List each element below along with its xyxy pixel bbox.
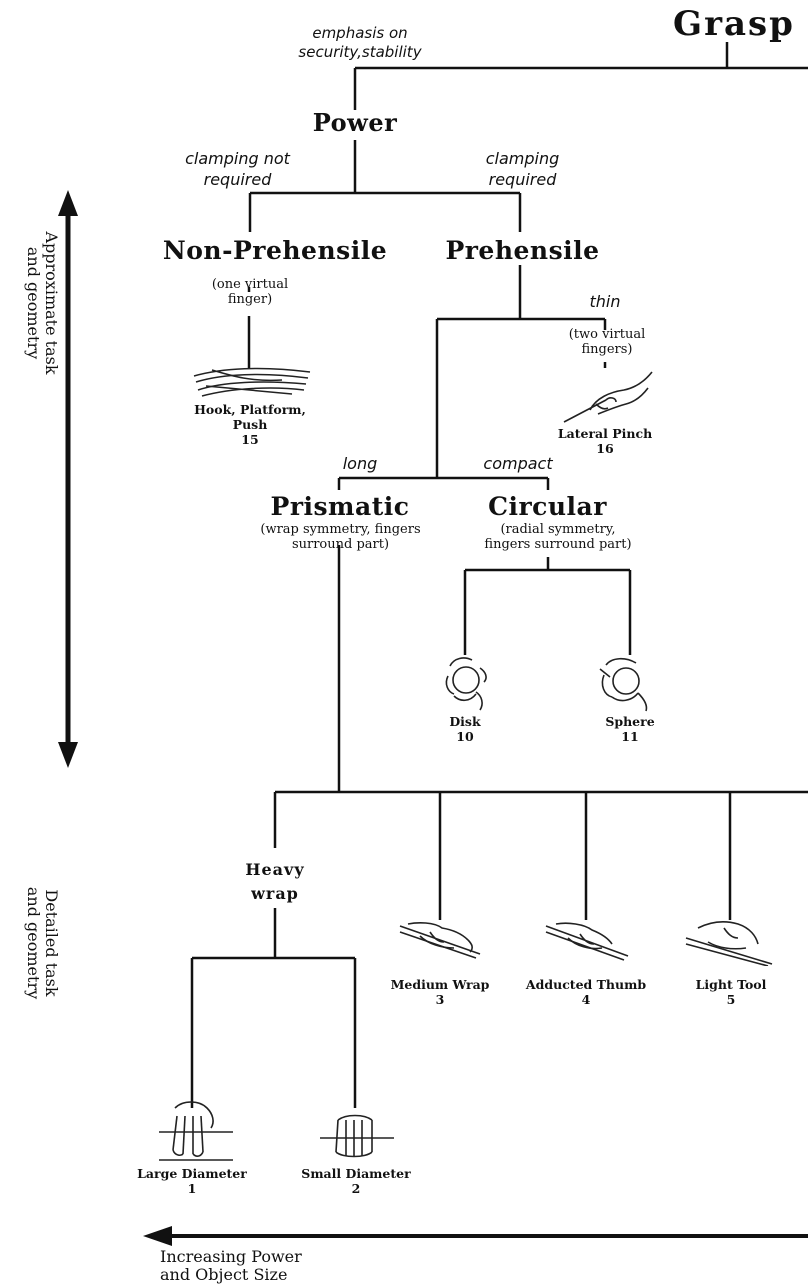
- prehensile-reason-line-2: required: [488, 170, 557, 189]
- grasp-number-disk: 10: [456, 729, 474, 744]
- node-prismatic: Prismatic: [270, 492, 410, 521]
- heavy-wrap-line-1: Heavy: [245, 860, 305, 879]
- prismatic-note-line-1: (wrap symmetry, fingers: [260, 522, 421, 537]
- grasp-label-lateral-pinch-line-1: Lateral Pinch: [557, 426, 653, 441]
- grasp-number-sphere: 11: [621, 729, 639, 744]
- prismatic-note-line-2: surround part): [291, 537, 390, 552]
- power-reason-line-2: security,stability: [298, 43, 422, 61]
- grasp-label-adducted-thumb: Adducted Thumb 4: [518, 977, 654, 1007]
- grasp-label-light-tool-line-1: Light Tool: [695, 977, 767, 992]
- power-reason: emphasis on security,stability: [270, 24, 450, 62]
- branch-compact: compact: [483, 454, 553, 473]
- two-virtual-note: (two virtual fingers): [552, 327, 662, 357]
- prismatic-note: (wrap symmetry, fingers surround part): [238, 522, 443, 552]
- hook-platform-push-hand-icon: [193, 367, 311, 397]
- power-reason-line-1: emphasis on: [312, 24, 408, 42]
- grasp-number-medium-wrap: 3: [435, 992, 445, 1007]
- grasp-number-lateral-pinch: 16: [596, 441, 614, 456]
- node-heavy-wrap: Heavy wrap: [220, 858, 330, 906]
- two-virtual-note-line-1: (two virtual: [568, 327, 646, 342]
- grasp-number-small-diameter: 2: [351, 1181, 361, 1196]
- grasp-label-small-diameter-line-1: Small Diameter: [301, 1166, 411, 1181]
- light-tool-hand-icon: [685, 921, 773, 966]
- sphere-hand-icon: [599, 657, 648, 712]
- diagram-title: Grasp: [673, 4, 795, 44]
- grasp-label-lateral-pinch: Lateral Pinch 16: [540, 426, 670, 456]
- axis-label-power-size: Increasing Power and Object Size: [160, 1248, 360, 1284]
- medium-wrap-hand-icon: [399, 922, 481, 959]
- non-prehensile-note-line-2: finger): [227, 292, 273, 307]
- branch-thin: thin: [589, 292, 621, 311]
- prehensile-reason: clamping required: [455, 148, 590, 190]
- node-non-prehensile: Non-Prehensile: [162, 236, 388, 265]
- grasp-label-sphere: Sphere 11: [585, 714, 675, 744]
- grasp-label-sphere-line-1: Sphere: [605, 714, 655, 729]
- disk-hand-icon: [445, 657, 487, 711]
- grasp-label-large-diameter: Large Diameter 1: [122, 1166, 262, 1196]
- branch-long: long: [342, 454, 378, 473]
- grasp-number-light-tool: 5: [726, 992, 736, 1007]
- non-prehensile-note-line-1: (one virtual: [211, 277, 289, 292]
- grasp-label-medium-wrap-line-1: Medium Wrap: [390, 977, 490, 992]
- two-virtual-note-line-2: fingers): [581, 342, 633, 357]
- small-diameter-hand-icon: [320, 1114, 394, 1158]
- axis-label-approximate: Approximate task and geometry: [20, 213, 61, 393]
- axis-label-power-size-line-1: Increasing Power: [160, 1247, 302, 1266]
- non-prehensile-reason-line-1: clamping not: [185, 149, 290, 168]
- circular-note: (radial symmetry, fingers surround part): [468, 522, 648, 552]
- grasp-label-disk: Disk 10: [420, 714, 510, 744]
- non-prehensile-reason-line-2: required: [203, 170, 272, 189]
- node-prehensile: Prehensile: [445, 236, 600, 265]
- grasp-label-adducted-thumb-line-1: Adducted Thumb: [525, 977, 647, 992]
- grasp-label-small-diameter: Small Diameter 2: [286, 1166, 426, 1196]
- grasp-number-adducted-thumb: 4: [581, 992, 591, 1007]
- grasp-number-large-diameter: 1: [187, 1181, 197, 1196]
- adducted-thumb-hand-icon: [545, 922, 629, 961]
- heavy-wrap-line-2: wrap: [251, 884, 299, 903]
- axis-label-power-size-line-2: and Object Size: [160, 1265, 288, 1284]
- large-diameter-hand-icon: [159, 1101, 233, 1161]
- grasp-number-hook: 15: [241, 432, 259, 447]
- non-prehensile-note: (one virtual finger): [195, 277, 305, 307]
- grasp-label-light-tool: Light Tool 5: [676, 977, 786, 1007]
- node-power: Power: [312, 108, 398, 137]
- axis-label-detailed-line-1: Detailed task: [42, 889, 61, 997]
- grasp-label-hook-line-2: Push: [232, 417, 268, 432]
- circular-note-line-2: fingers surround part): [484, 537, 632, 552]
- node-circular: Circular: [488, 492, 607, 521]
- axis-label-detailed-line-2: and geometry: [24, 886, 43, 1000]
- grasp-label-hook-line-1: Hook, Platform,: [194, 402, 306, 417]
- non-prehensile-reason: clamping not required: [165, 148, 310, 190]
- grasp-label-hook: Hook, Platform, Push 15: [170, 402, 330, 447]
- prehensile-reason-line-1: clamping: [485, 149, 560, 168]
- grasp-label-disk-line-1: Disk: [449, 714, 481, 729]
- axis-label-detailed: Detailed task and geometry: [20, 863, 61, 1023]
- circular-note-line-1: (radial symmetry,: [500, 522, 616, 537]
- grasp-label-medium-wrap: Medium Wrap 3: [378, 977, 502, 1007]
- lateral-pinch-hand-icon: [563, 371, 653, 423]
- axis-label-approximate-line-1: Approximate task: [42, 231, 61, 375]
- grasp-label-large-diameter-line-1: Large Diameter: [137, 1166, 247, 1181]
- axis-label-approximate-line-2: and geometry: [24, 246, 43, 360]
